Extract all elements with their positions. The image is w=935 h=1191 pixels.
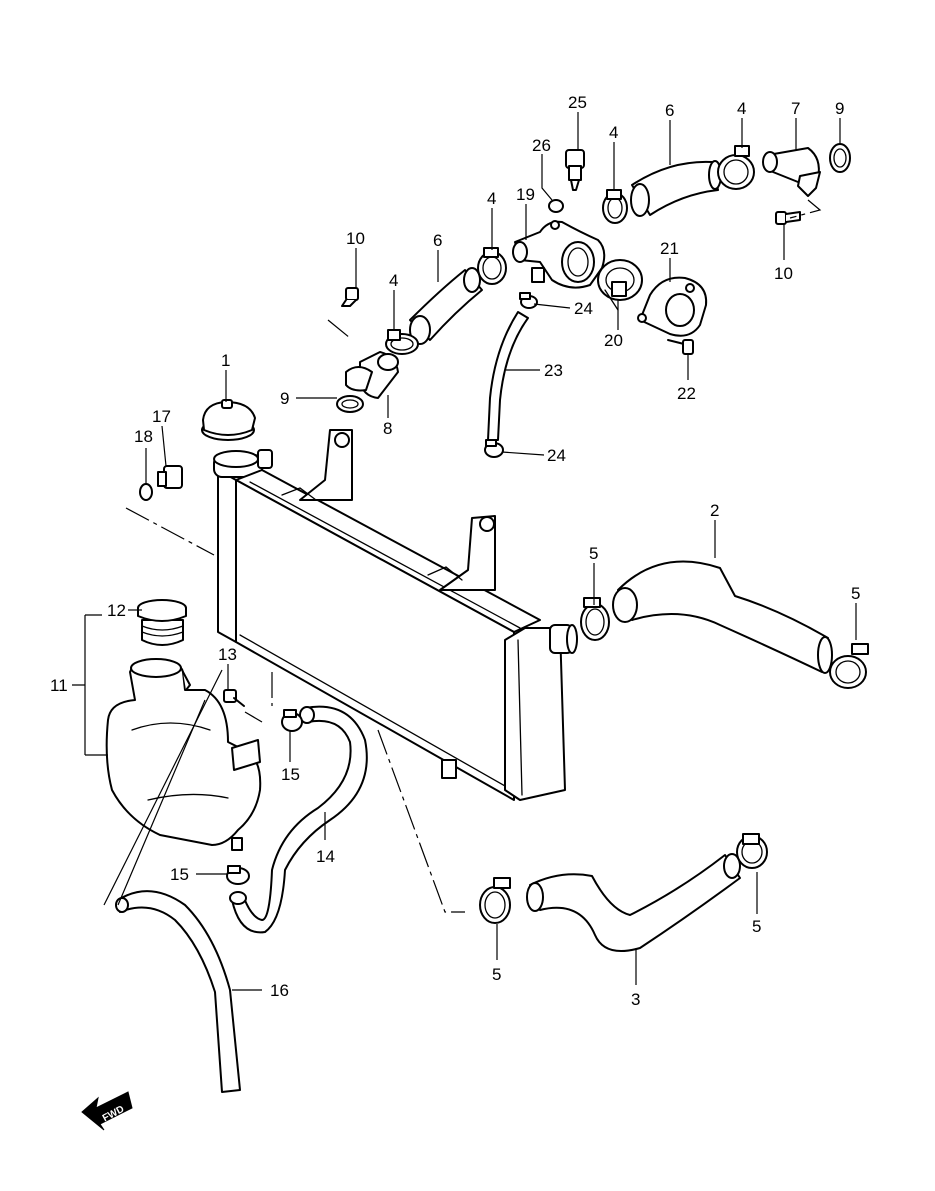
reservoir-tank[interactable]: [105, 658, 262, 851]
callout-18: 18: [134, 427, 153, 446]
clamp-15-lower[interactable]: [226, 865, 250, 885]
water-pipe-7[interactable]: [762, 147, 821, 197]
callout-4: 4: [487, 189, 496, 208]
clamp-4-a[interactable]: [717, 145, 755, 190]
callout-15: 15: [281, 765, 300, 784]
callout-1: 1: [221, 351, 230, 370]
callout-15: 15: [170, 865, 189, 884]
callout-4: 4: [737, 99, 746, 118]
callout-23: 23: [544, 361, 563, 380]
thermostat-housing[interactable]: [512, 220, 606, 289]
callout-labels: 1 2 3 4 4 4 4 5 5 5 5 6 6 7 8 9 9 10 10 …: [50, 93, 860, 1009]
bolt-13[interactable]: [223, 689, 245, 707]
bolt-10-left[interactable]: [341, 287, 359, 307]
callout-22: 22: [677, 384, 696, 403]
callout-20: 20: [604, 331, 623, 350]
leader-lines: [72, 112, 857, 991]
callout-4: 4: [389, 271, 398, 290]
callout-6: 6: [433, 231, 442, 250]
clamp-4-b[interactable]: [602, 189, 628, 224]
callout-16: 16: [270, 981, 289, 1000]
clamp-5-right[interactable]: [829, 643, 869, 689]
o-ring-9-right[interactable]: [829, 143, 851, 173]
clamp-5-left[interactable]: [580, 597, 610, 641]
callout-21: 21: [660, 239, 679, 258]
bolt-22[interactable]: [667, 339, 694, 355]
thermostat-cover[interactable]: [637, 276, 708, 337]
callout-25: 25: [568, 93, 587, 112]
clamp-15-upper[interactable]: [281, 709, 303, 732]
clamp-24-upper[interactable]: [519, 292, 538, 309]
clamp-5-lower-left[interactable]: [479, 877, 511, 924]
callout-10: 10: [774, 264, 793, 283]
clamp-5-lower-right[interactable]: [736, 833, 768, 869]
o-ring-18[interactable]: [139, 483, 153, 501]
callout-9: 9: [835, 99, 844, 118]
reservoir-cap[interactable]: [137, 599, 187, 646]
hose-3[interactable]: [526, 853, 741, 952]
callout-3: 3: [631, 990, 640, 1009]
thermostat[interactable]: [597, 259, 643, 311]
callout-19: 19: [516, 185, 535, 204]
fwd-arrow-icon: FWD: [81, 1091, 133, 1131]
fan-switch-17[interactable]: [157, 465, 183, 489]
callout-24: 24: [547, 446, 566, 465]
radiator[interactable]: [213, 429, 578, 801]
bolt-10-right[interactable]: [775, 211, 801, 225]
callout-5: 5: [589, 544, 598, 563]
hose-16[interactable]: [115, 890, 241, 1093]
callout-12: 12: [107, 601, 126, 620]
callout-5: 5: [492, 965, 501, 984]
callout-4: 4: [609, 123, 618, 142]
callout-6: 6: [665, 101, 674, 120]
callout-9: 9: [280, 389, 289, 408]
callout-11: 11: [50, 676, 68, 695]
hose-2[interactable]: [612, 560, 833, 674]
callout-26: 26: [532, 136, 551, 155]
reference-lines: [103, 199, 822, 913]
callout-5: 5: [752, 917, 761, 936]
callout-7: 7: [791, 99, 800, 118]
callout-17: 17: [152, 407, 171, 426]
clamp-4-d[interactable]: [385, 329, 419, 355]
callout-2: 2: [710, 501, 719, 520]
callout-10: 10: [346, 229, 365, 248]
hose-14[interactable]: [229, 705, 368, 934]
hose-6-right[interactable]: [630, 160, 722, 217]
temp-sensor[interactable]: [565, 149, 585, 191]
callout-8: 8: [383, 419, 392, 438]
hose-23[interactable]: [487, 311, 529, 441]
radiator-cap[interactable]: [201, 399, 256, 441]
callout-24: 24: [574, 299, 593, 318]
washer-26[interactable]: [548, 199, 564, 213]
clamp-24-lower[interactable]: [484, 439, 504, 458]
clamp-4-c[interactable]: [477, 247, 507, 285]
callout-14: 14: [316, 847, 335, 866]
o-ring-9-left[interactable]: [336, 395, 364, 413]
water-pipe-8[interactable]: [345, 351, 399, 399]
hose-6-left[interactable]: [409, 267, 483, 345]
callout-5: 5: [851, 584, 860, 603]
callout-13: 13: [218, 645, 237, 664]
